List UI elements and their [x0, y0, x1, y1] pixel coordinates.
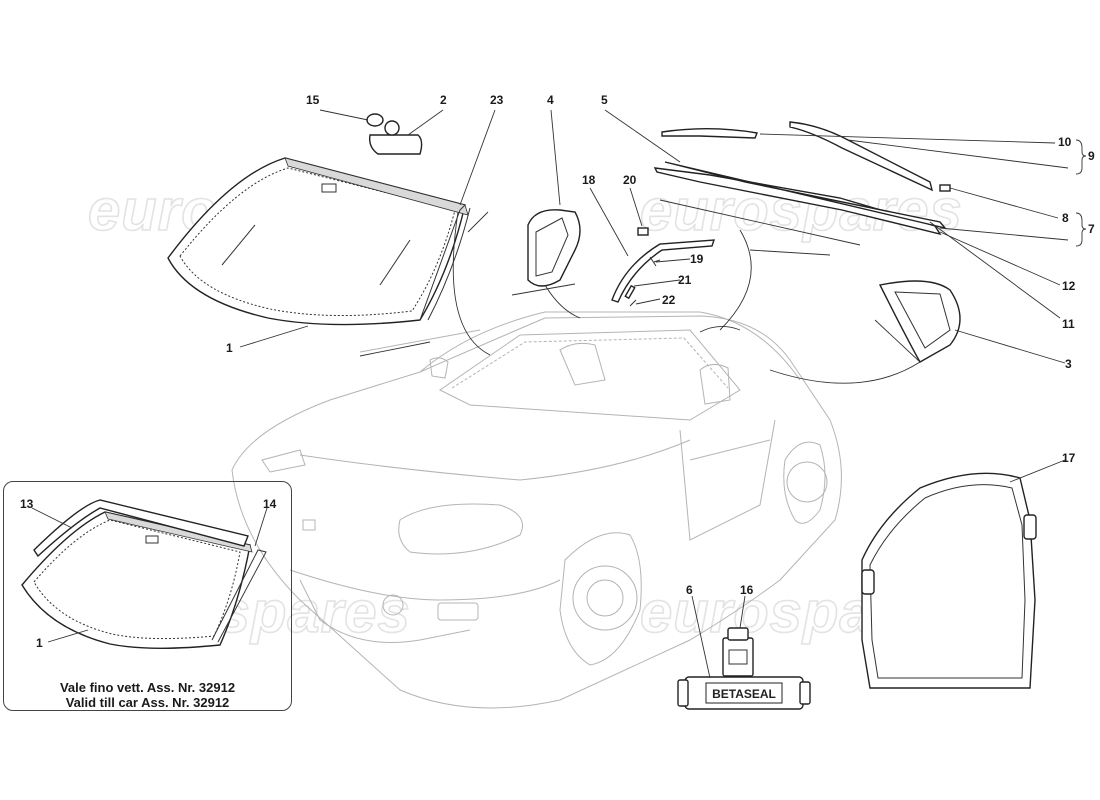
callout-16: 16	[740, 583, 754, 597]
part-sealant: BETASEAL	[677, 627, 811, 710]
car-outline	[231, 311, 842, 709]
callout-5: 5	[601, 93, 608, 107]
inset-caption-line-2: Valid till car Ass. Nr. 32912	[65, 695, 230, 710]
leader-lines	[31, 109, 1087, 679]
inset-caption-line-1: Vale fino vett. Ass. Nr. 32912	[59, 680, 236, 695]
callout-20: 20	[623, 173, 637, 187]
callout-4: 4	[547, 93, 554, 107]
callout-13: 13	[20, 497, 34, 511]
callout-14: 14	[263, 497, 277, 511]
inset-frame	[3, 481, 292, 711]
callout-3: 3	[1065, 357, 1072, 371]
watermark-2: eurospares	[640, 178, 963, 243]
part-quarter-glass-left	[527, 209, 581, 287]
inset-caption: Vale fino vett. Ass. Nr. 32912 Valid til…	[3, 680, 292, 710]
part-quarter-glass-right	[878, 280, 961, 363]
callout-1: 1	[226, 341, 233, 355]
callout-6: 6	[686, 583, 693, 597]
callout-2: 2	[440, 93, 447, 107]
callout-9: 9	[1088, 149, 1095, 163]
sealant-label: BETASEAL	[712, 687, 776, 701]
callout-21: 21	[678, 273, 692, 287]
callout-1-inset: 1	[36, 636, 43, 650]
callout-23: 23	[490, 93, 504, 107]
callout-12: 12	[1062, 279, 1076, 293]
callout-17: 17	[1062, 451, 1076, 465]
inset-windscreen	[21, 499, 267, 649]
part-trim-strip	[611, 227, 715, 307]
callout-8: 8	[1062, 211, 1069, 225]
part-roof-panel	[653, 121, 951, 236]
part-mirror	[366, 113, 423, 155]
callout-11: 11	[1062, 317, 1075, 331]
callout-7: 7	[1088, 222, 1095, 236]
part-windscreen	[167, 157, 471, 326]
callout-19: 19	[690, 252, 704, 266]
callout-22: 22	[662, 293, 676, 307]
callout-15: 15	[306, 93, 320, 107]
callouts: 15 2 23 4 5 18 20 19 21 22 10 9 8 7 12 1…	[20, 93, 1095, 650]
callout-18: 18	[582, 173, 596, 187]
callout-10: 10	[1058, 135, 1072, 149]
part-door-seal	[861, 472, 1037, 689]
